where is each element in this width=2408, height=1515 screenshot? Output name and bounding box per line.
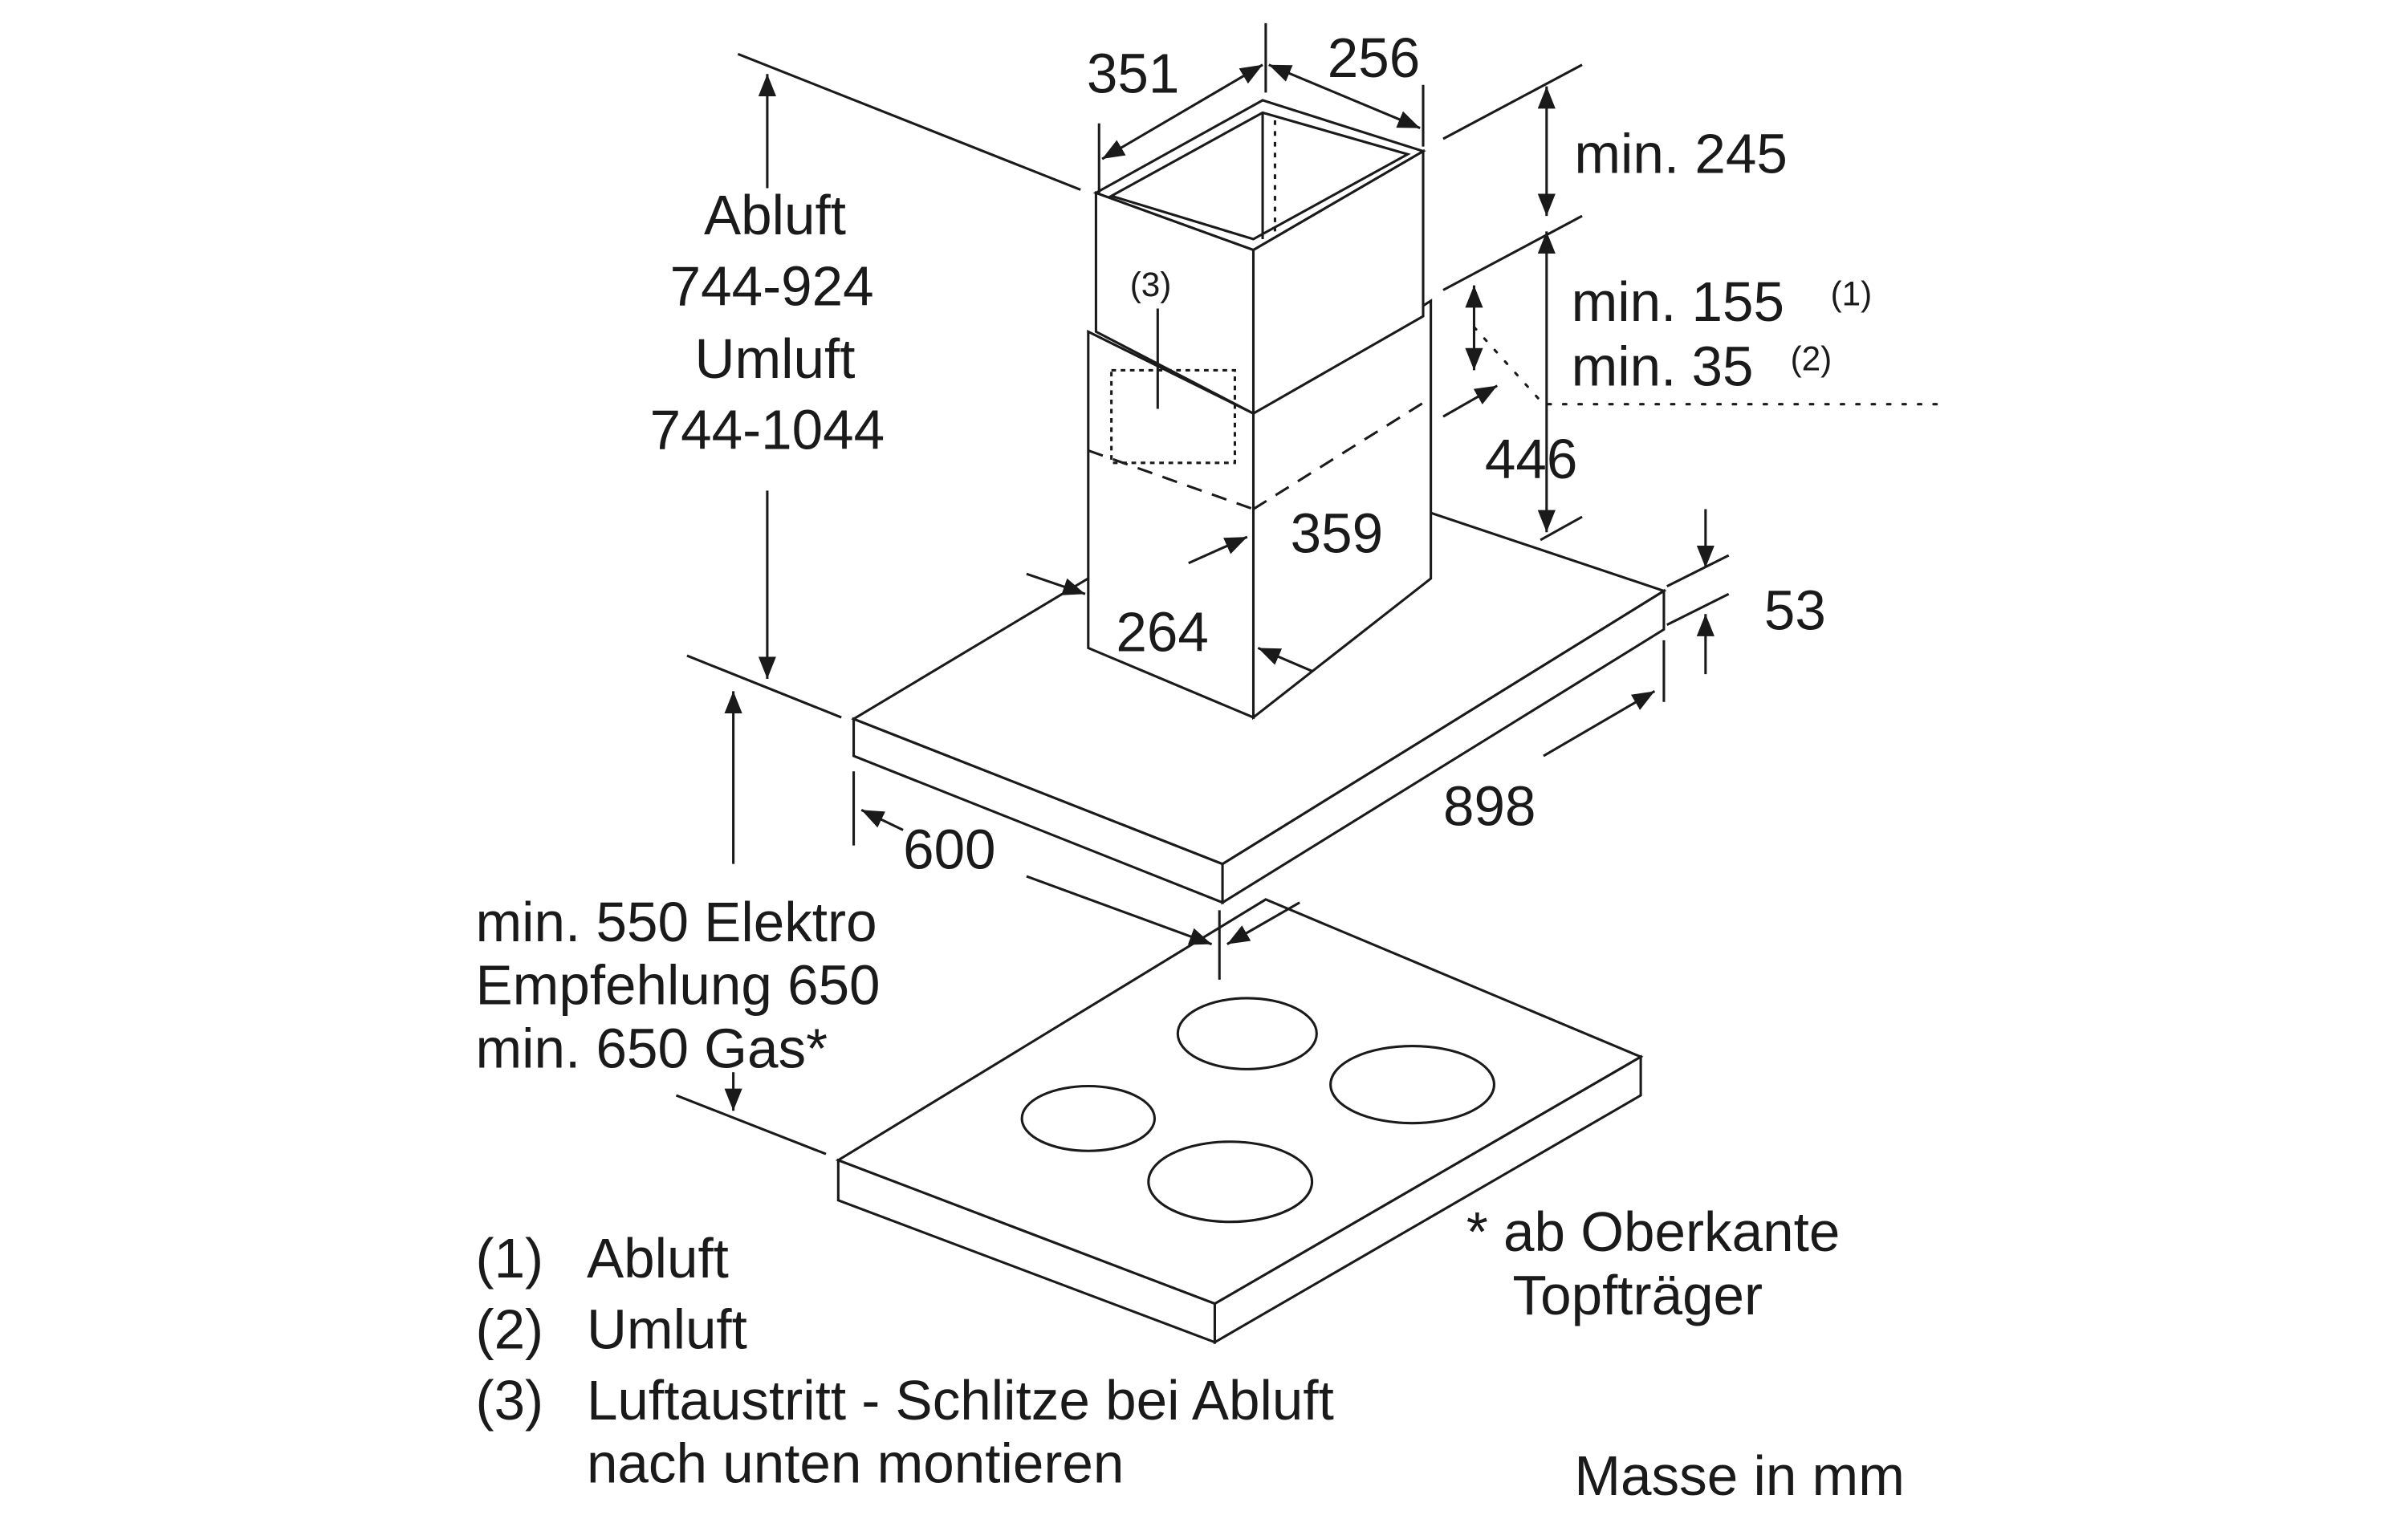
dim-53: 53 xyxy=(1764,579,1826,641)
burner xyxy=(1020,1084,1157,1152)
height-label-line: Abluft xyxy=(704,184,846,246)
height-label-line: 744-924 xyxy=(670,255,874,318)
legend-num: (3) xyxy=(476,1369,544,1432)
legend-text: Luftaustritt - Schlitze bei Abluft xyxy=(587,1369,1334,1432)
units-label: Masse in mm xyxy=(1574,1444,1904,1507)
legend-text: nach unten montieren xyxy=(587,1432,1124,1495)
dim-351: 351 xyxy=(1087,42,1179,104)
dim-600: 600 xyxy=(903,818,995,880)
clearance-label: min. 550 Elektro Empfehlung 650 min. 650… xyxy=(476,891,881,1080)
height-label-line: Umluft xyxy=(695,327,856,390)
legend-text: Umluft xyxy=(587,1298,747,1360)
note-1: (1) xyxy=(1831,275,1873,313)
height-label: Abluft 744-924 Umluft 744-1044 xyxy=(650,184,885,461)
dimension-lines xyxy=(675,22,1938,1156)
clearance-line: Empfehlung 650 xyxy=(476,954,881,1017)
burner xyxy=(1329,1044,1495,1125)
legend-num: (1) xyxy=(476,1227,544,1290)
cooktop xyxy=(835,898,1644,1345)
clearance-line: min. 550 Elektro xyxy=(476,891,877,953)
air-outlet-slots xyxy=(1110,368,1236,465)
height-label-line: 744-1044 xyxy=(650,398,885,461)
footnote: * ab Oberkante Topfträger xyxy=(1466,1200,1840,1326)
legend-num: (2) xyxy=(476,1298,544,1360)
note-2: (2) xyxy=(1791,339,1832,377)
dim-446: 446 xyxy=(1485,428,1577,490)
footnote-line: Topfträger xyxy=(1513,1264,1763,1326)
clearance-line: min. 650 Gas* xyxy=(476,1017,828,1079)
legend-text: Abluft xyxy=(587,1227,729,1290)
dim-min-35: min. 35 xyxy=(1572,335,1754,398)
burner xyxy=(1176,997,1318,1070)
footnote-line: * ab Oberkante xyxy=(1466,1200,1840,1263)
callout-3: (3) xyxy=(1130,266,1172,303)
dim-264: 264 xyxy=(1116,600,1208,663)
burner xyxy=(1147,1140,1314,1224)
dim-256: 256 xyxy=(1328,26,1420,89)
legend: (1) Abluft (2) Umluft (3) Luftaustritt -… xyxy=(476,1227,1334,1495)
dim-898: 898 xyxy=(1443,775,1536,838)
chimney xyxy=(1087,99,1433,721)
dim-min-155: min. 155 xyxy=(1572,270,1784,333)
dim-359: 359 xyxy=(1291,502,1383,564)
dim-min-245: min. 245 xyxy=(1574,122,1787,185)
